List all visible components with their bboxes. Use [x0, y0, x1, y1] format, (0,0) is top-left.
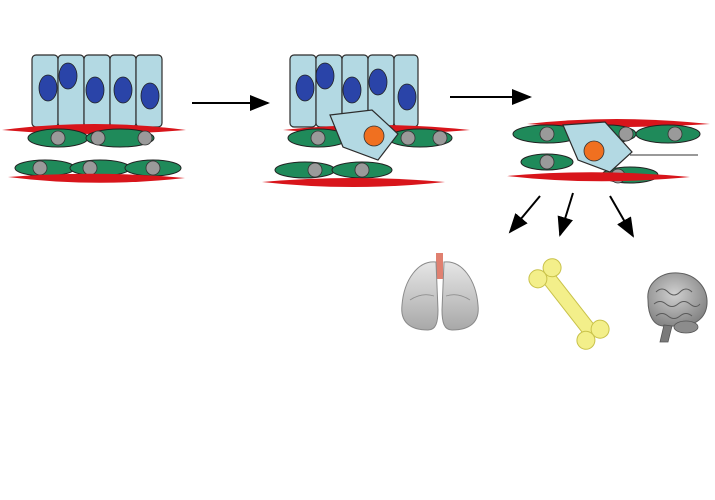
epithelial-nucleus: [38, 74, 58, 102]
panel-normal-tissue: [2, 54, 186, 183]
trachea: [436, 253, 443, 279]
epithelial-nucleus: [368, 68, 388, 96]
brain-folds: [653, 288, 701, 319]
invading-tumor-cell: [329, 109, 399, 161]
bone-knob: [528, 269, 548, 289]
endothelial-nucleus: [400, 130, 416, 146]
right-lung: [441, 261, 479, 331]
bone-knob: [576, 330, 596, 350]
endothelial-nucleus: [82, 160, 98, 176]
vessel-wall: [262, 178, 445, 187]
endothelial-cell: [274, 161, 336, 179]
vessel-wall: [8, 173, 185, 183]
bone-icon: [528, 258, 610, 350]
metastasis-arrow-bone: [557, 192, 574, 237]
epithelial-nucleus: [58, 62, 78, 90]
epithelial-nucleus: [342, 76, 362, 104]
endothelial-nucleus: [667, 126, 683, 142]
vessel-wall: [507, 172, 690, 182]
epithelial-layer: [289, 54, 419, 128]
epithelial-layer: [31, 54, 163, 128]
endothelial-nucleus: [539, 126, 555, 142]
endothelial-cell: [69, 159, 131, 177]
lungs-icon: [401, 253, 479, 331]
brain-stem: [659, 324, 673, 343]
endothelial-row-upper: [27, 128, 155, 148]
brain-cerebrum: [647, 272, 708, 327]
endothelial-row-lower: [14, 159, 182, 177]
metastasis-arrow-brain: [609, 195, 634, 238]
bone-shaft: [541, 271, 597, 337]
brain-icon: [647, 272, 708, 343]
epithelial-nucleus: [315, 62, 335, 90]
lung-lobe-line: [409, 294, 435, 301]
endothelial-nucleus: [145, 160, 161, 176]
panel-intravasation: [507, 119, 710, 184]
epithelial-nucleus: [85, 76, 105, 104]
endothelial-nucleus: [310, 130, 326, 146]
endothelial-nucleus: [539, 154, 555, 170]
epithelial-nucleus: [295, 74, 315, 102]
endothelial-nucleus: [618, 126, 634, 142]
invading-nucleus: [583, 140, 605, 162]
invading-nucleus: [363, 125, 385, 147]
endothelial-nucleus: [432, 130, 448, 146]
endothelial-nucleus: [307, 162, 323, 178]
endothelial-nucleus: [90, 130, 106, 146]
epithelial-nucleus: [397, 83, 417, 111]
epithelial-nucleus: [113, 76, 133, 104]
endothelial-row-lower: [274, 161, 393, 179]
endothelial-nucleus: [354, 162, 370, 178]
brain-cerebellum: [673, 320, 699, 334]
endothelial-nucleus: [50, 130, 66, 146]
endothelial-nucleus: [32, 160, 48, 176]
epithelial-nucleus: [140, 82, 160, 110]
metastasis-arrow-lungs: [508, 195, 541, 234]
endothelial-nucleus: [137, 130, 153, 146]
lung-lobe-line: [445, 294, 471, 301]
left-lung: [401, 261, 439, 331]
invading-tumor-cell: [562, 121, 633, 173]
panel-invasion: [262, 54, 470, 187]
